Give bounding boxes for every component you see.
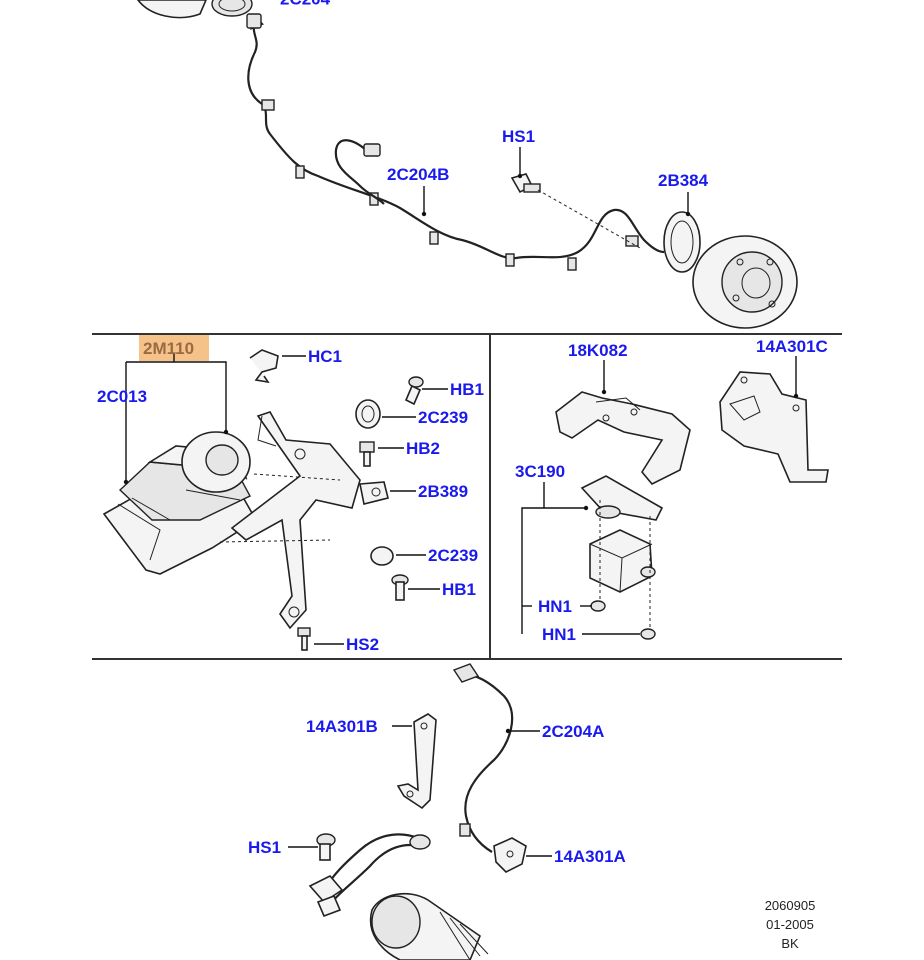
leader-dot-2c204b <box>421 211 427 217</box>
callout-14a301a: 14A301A <box>554 847 626 866</box>
callout-14a301c: 14A301C <box>756 337 828 356</box>
callout-2c204b: 2C204B <box>387 165 449 184</box>
callout-hb2: HB2 <box>406 439 440 458</box>
callout-2c013: 2C013 <box>97 387 147 406</box>
bracket-14a301a <box>493 837 527 873</box>
illustration-stamp: 2060905 01-2005 BK <box>765 898 816 951</box>
sensor-3c190-assembly <box>580 475 664 640</box>
callout-3c190: 3C190 <box>515 462 565 481</box>
leader-dot-2c013 <box>123 479 129 485</box>
leader-2m110-bracket <box>125 361 227 482</box>
callout-hs1-bottom: HS1 <box>248 838 281 857</box>
leader-dot-18k082 <box>601 389 607 395</box>
bracket-14a301b <box>396 713 437 810</box>
front-hs1-screw <box>316 833 336 861</box>
front-driveshaft <box>369 892 489 960</box>
leader-3c190-bracket <box>521 507 586 634</box>
leader-dot-3c190 <box>583 505 589 511</box>
callout-labels: 2C204 HS1 2C204B 2B384 2M110 HC1 2C013 H… <box>97 0 828 866</box>
mid-small-parts <box>249 349 424 651</box>
stamp-suffix: BK <box>781 936 799 951</box>
leader-dot-2b384 <box>685 211 691 217</box>
callout-top-partial: 2C204 <box>280 0 331 8</box>
callout-hn1-b: HN1 <box>542 625 576 644</box>
bracket-18k082 <box>555 391 691 485</box>
stamp-date: 01-2005 <box>766 917 814 932</box>
callout-hs1-top: HS1 <box>502 127 535 146</box>
callout-2c239-b: 2C239 <box>428 546 478 565</box>
callout-hb1-b: HB1 <box>442 580 476 599</box>
callout-2c239-a: 2C239 <box>418 408 468 427</box>
abs-mounting-bracket <box>219 411 361 630</box>
rear-brake-drum-left-partial <box>136 0 253 19</box>
callout-2b389: 2B389 <box>418 482 468 501</box>
bracket-14a301c <box>719 371 829 483</box>
leader-dot-2c204a <box>505 728 511 734</box>
callout-14a301b: 14A301B <box>306 717 378 736</box>
stamp-code: 2060905 <box>765 898 816 913</box>
callout-2m110: 2M110 <box>143 339 194 358</box>
leader-dot-14a301c <box>793 393 799 399</box>
rear-brake-drum <box>692 235 798 329</box>
leader-dot-hs1-top <box>517 173 523 179</box>
rear-sensor-harness <box>246 13 665 271</box>
callout-2b384: 2B384 <box>658 171 709 190</box>
callout-2c204a: 2C204A <box>542 722 604 741</box>
rear-seal-ring <box>663 211 701 273</box>
leader-dot-2m110 <box>223 429 229 435</box>
callout-hs2: HS2 <box>346 635 379 654</box>
callout-hc1: HC1 <box>308 347 342 366</box>
callout-hb1-a: HB1 <box>450 380 484 399</box>
callout-hn1-a: HN1 <box>538 597 572 616</box>
abs-module-assembly <box>102 431 258 575</box>
callout-18k082: 18K082 <box>568 341 628 360</box>
front-sensor-harness <box>308 663 514 918</box>
